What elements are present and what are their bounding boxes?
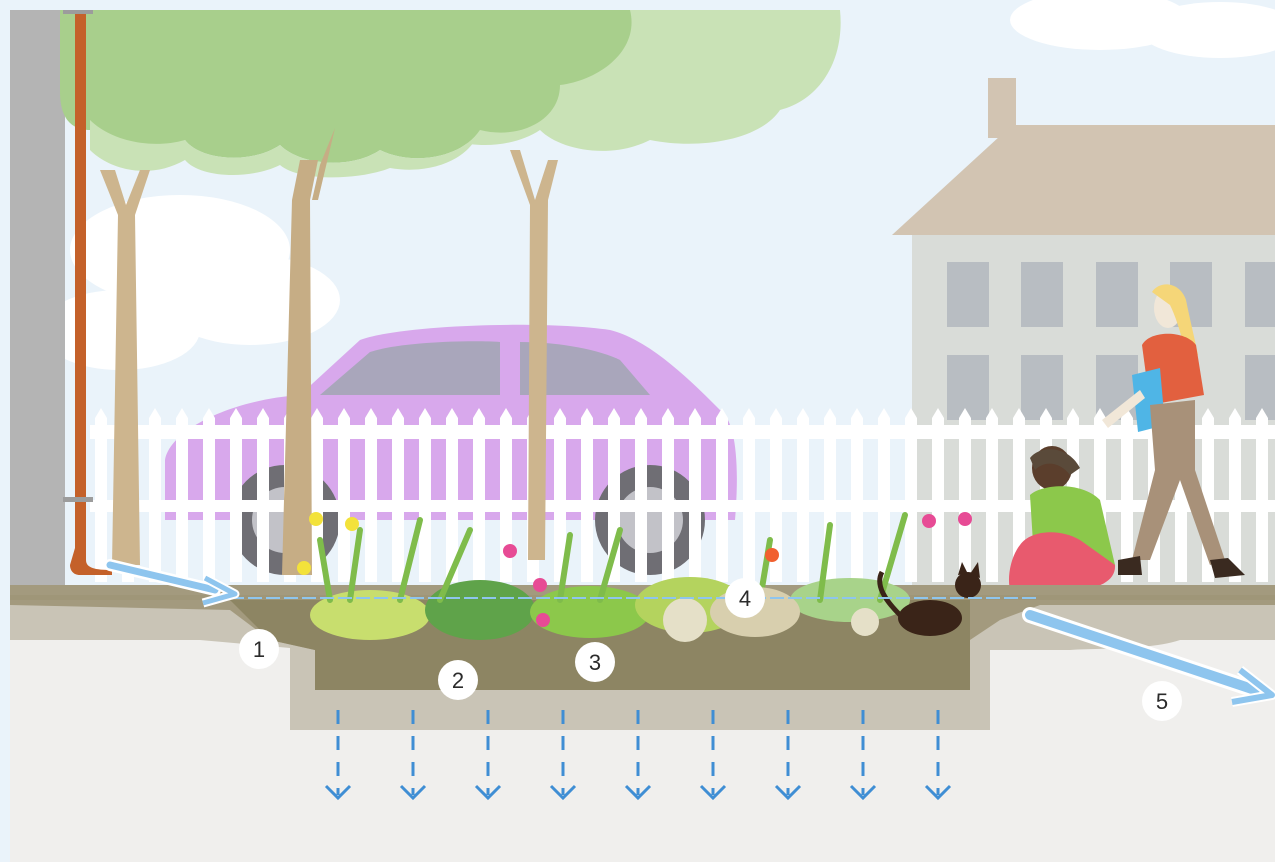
fence-picket: [392, 408, 404, 582]
callout-5: 5: [1142, 681, 1182, 721]
callout-4: 4: [725, 578, 765, 618]
fence-picket: [743, 408, 755, 582]
fence-picket: [932, 408, 944, 582]
fence-picket: [338, 408, 350, 582]
fence-picket: [257, 408, 269, 582]
fence-picket: [878, 408, 890, 582]
fence-picket: [851, 408, 863, 582]
fence-picket: [959, 408, 971, 582]
callout-5-label: 5: [1156, 689, 1168, 714]
callout-3-label: 3: [589, 650, 601, 675]
fence-picket: [1229, 408, 1241, 582]
fence-picket: [230, 408, 242, 582]
callout-4-label: 4: [739, 586, 751, 611]
callout-2-label: 2: [452, 668, 464, 693]
fence-picket: [176, 408, 188, 582]
fence-picket: [581, 408, 593, 582]
fence-picket: [473, 408, 485, 582]
callout-2: 2: [438, 660, 478, 700]
fence-picket: [149, 408, 161, 582]
fence-picket: [986, 408, 998, 582]
fence-picket: [203, 408, 215, 582]
fence-picket: [419, 408, 431, 582]
fence-picket: [635, 408, 647, 582]
building-wall: [10, 10, 65, 585]
fence-picket: [1256, 408, 1268, 582]
fence-picket: [689, 408, 701, 582]
callout-1: 1: [239, 629, 279, 669]
fence-picket: [797, 408, 809, 582]
fence-picket: [905, 408, 917, 582]
fence-picket: [365, 408, 377, 582]
fence-picket: [662, 408, 674, 582]
callout-3: 3: [575, 642, 615, 682]
callout-1-label: 1: [253, 637, 265, 662]
fence-picket: [1121, 408, 1133, 582]
fence-picket: [716, 408, 728, 582]
fence-picket: [95, 408, 107, 582]
